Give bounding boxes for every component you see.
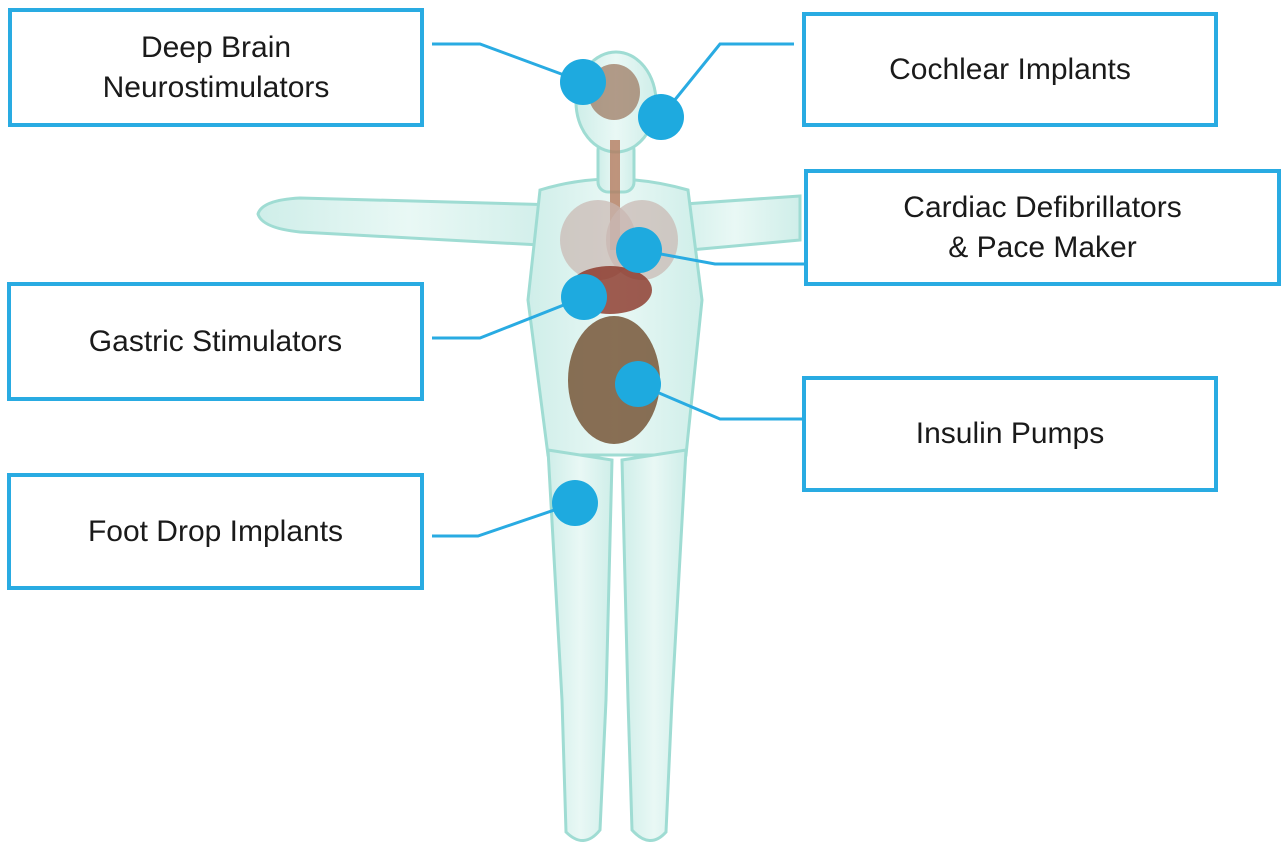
label-cardiac-text: Cardiac Defibrillators & Pace Maker [903,188,1181,268]
label-insulin: Insulin Pumps [802,376,1218,492]
marker-deep-brain [560,59,606,105]
label-gastric: Gastric Stimulators [7,282,424,401]
marker-foot-drop [552,480,598,526]
marker-cardiac [616,227,662,273]
label-deep-brain-text: Deep Brain Neurostimulators [103,28,330,108]
label-foot-drop-text: Foot Drop Implants [88,512,343,552]
body-silhouette [258,52,800,841]
label-cochlear-text: Cochlear Implants [889,50,1131,90]
label-foot-drop: Foot Drop Implants [7,473,424,590]
connector-deep-brain [432,44,583,82]
label-cochlear: Cochlear Implants [802,12,1218,127]
label-gastric-text: Gastric Stimulators [89,322,342,362]
label-deep-brain: Deep Brain Neurostimulators [8,8,424,127]
marker-cochlear [638,94,684,140]
label-insulin-text: Insulin Pumps [916,414,1104,454]
label-cardiac: Cardiac Defibrillators & Pace Maker [804,169,1281,286]
marker-gastric [561,274,607,320]
marker-insulin [615,361,661,407]
